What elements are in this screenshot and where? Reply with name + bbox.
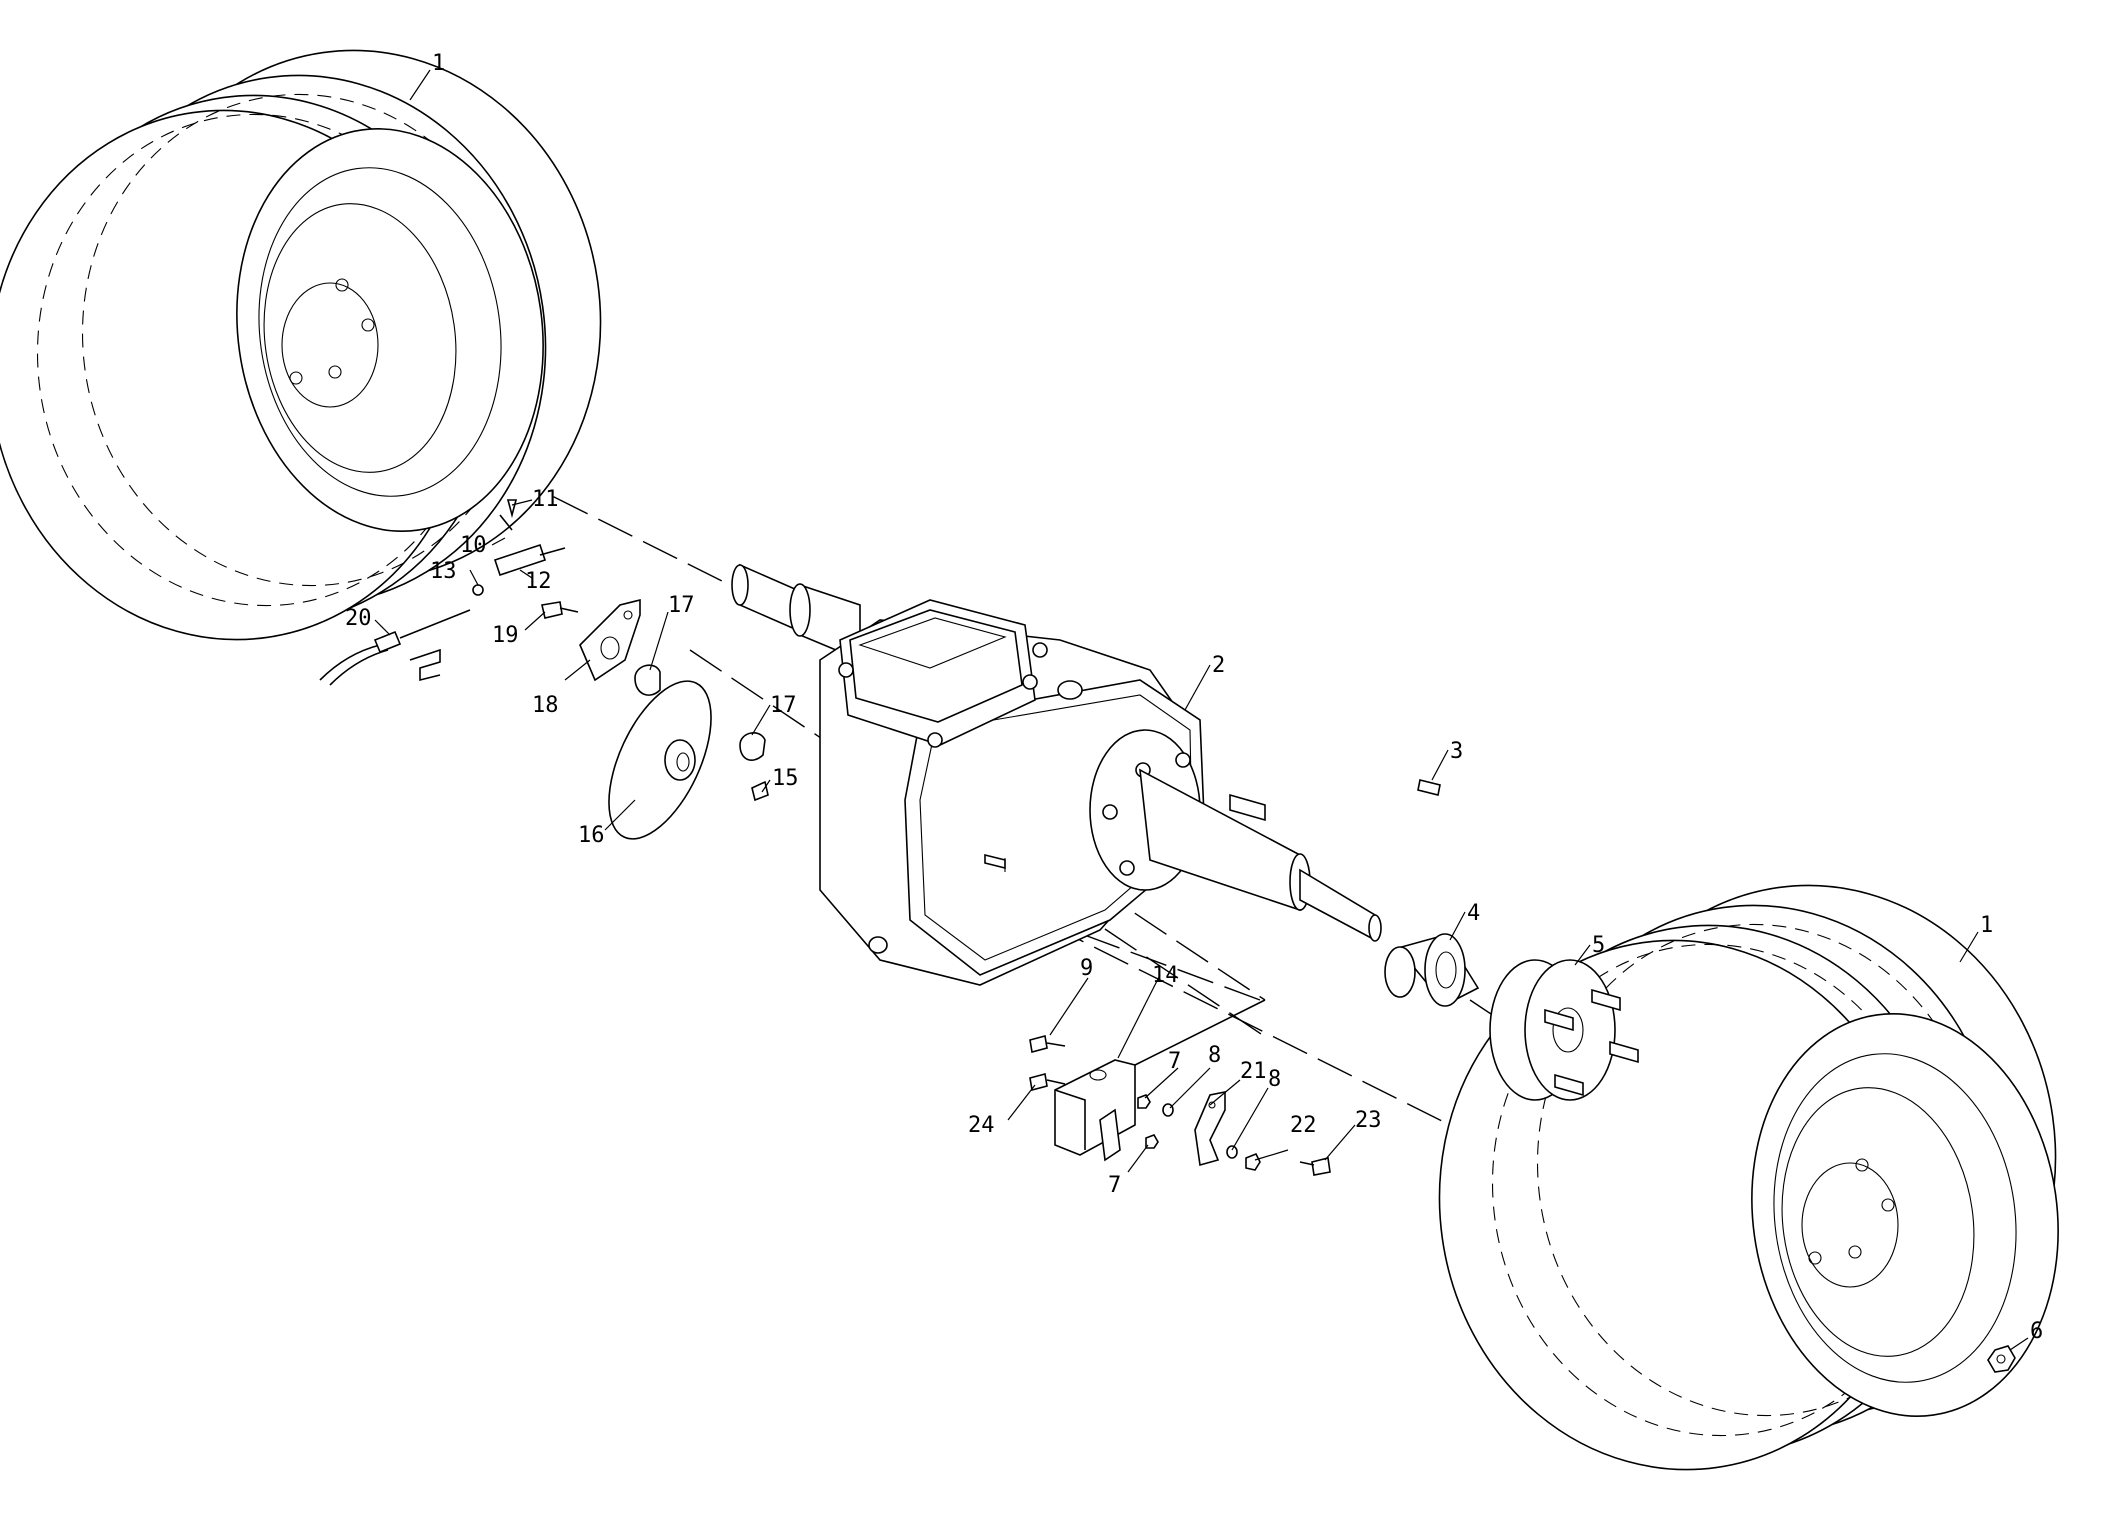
callout-23: 23 bbox=[1355, 1108, 1382, 1133]
callout-11: 11 bbox=[532, 487, 559, 512]
callout-17-lower: 17 bbox=[770, 693, 797, 718]
bushing-part-4 bbox=[1384, 933, 1480, 1007]
woodruff-key-part-15 bbox=[751, 780, 769, 802]
transaxle-housing bbox=[731, 563, 1382, 986]
brake-cable-part-20 bbox=[319, 609, 471, 686]
callout-6: 6 bbox=[2030, 1319, 2043, 1344]
callout-2: 2 bbox=[1212, 653, 1225, 678]
nut-part-22 bbox=[1245, 1152, 1261, 1171]
nut-parts-7 bbox=[1137, 1094, 1159, 1149]
leader-lines bbox=[374, 69, 2029, 1351]
callout-13: 13 bbox=[430, 559, 457, 584]
hub-part-5 bbox=[1489, 959, 1639, 1101]
callout-20: 20 bbox=[345, 606, 372, 631]
wheel-left bbox=[0, 49, 602, 641]
callout-15: 15 bbox=[772, 766, 799, 791]
bracket-part-14 bbox=[1054, 999, 1266, 1162]
callout-16: 16 bbox=[578, 823, 605, 848]
callout-5: 5 bbox=[1592, 933, 1605, 958]
key-part-3 bbox=[1417, 779, 1441, 796]
callout-22: 22 bbox=[1290, 1113, 1317, 1138]
cam-part-17 bbox=[634, 664, 766, 761]
callout-18: 18 bbox=[532, 693, 559, 718]
lug-nut-part-6 bbox=[1987, 1345, 2016, 1373]
callout-9: 9 bbox=[1080, 956, 1093, 981]
callout-1-left: 1 bbox=[432, 51, 445, 76]
bolt-part-23 bbox=[1299, 1157, 1331, 1176]
callout-14: 14 bbox=[1152, 963, 1179, 988]
bolt-part-9 bbox=[1029, 1035, 1066, 1053]
callout-7-lower: 7 bbox=[1108, 1173, 1121, 1198]
callout-21: 21 bbox=[1240, 1059, 1267, 1084]
callout-3: 3 bbox=[1450, 739, 1463, 764]
callout-19: 19 bbox=[492, 623, 519, 648]
callout-1-right: 1 bbox=[1980, 913, 1993, 938]
callout-4: 4 bbox=[1467, 901, 1480, 926]
callout-labels: 1 1 2 3 4 5 6 7 7 8 8 9 10 11 12 13 14 1… bbox=[345, 51, 2043, 1344]
bolt-part-19 bbox=[541, 601, 579, 619]
plate-part-21 bbox=[1194, 1091, 1226, 1167]
bracket-part-18 bbox=[579, 598, 641, 682]
callout-8-left: 8 bbox=[1208, 1043, 1221, 1068]
disc-part-16 bbox=[608, 680, 712, 840]
callout-8-right: 8 bbox=[1268, 1067, 1281, 1092]
callout-17-upper: 17 bbox=[668, 593, 695, 618]
callout-24: 24 bbox=[968, 1113, 995, 1138]
callout-7-upper: 7 bbox=[1168, 1049, 1181, 1074]
wheel-right bbox=[1438, 884, 2059, 1471]
callout-12: 12 bbox=[525, 569, 552, 594]
callout-10: 10 bbox=[460, 533, 487, 558]
